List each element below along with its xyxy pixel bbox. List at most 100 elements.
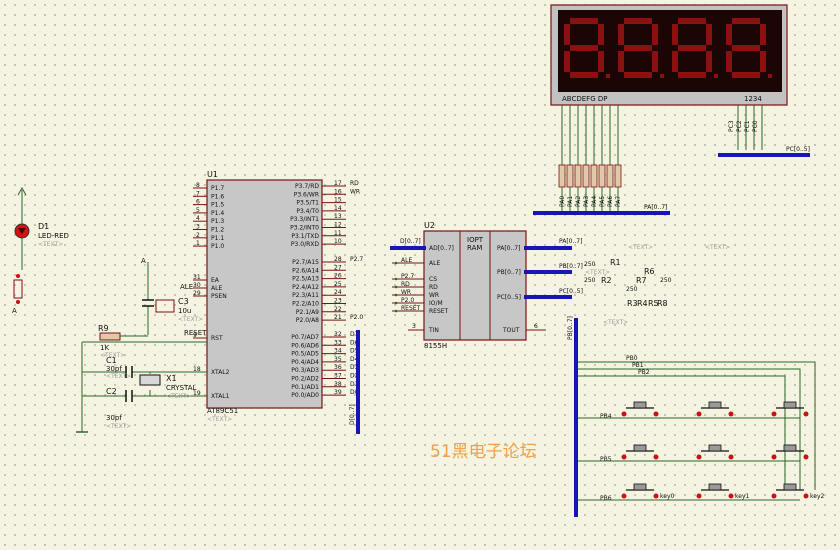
segment (652, 51, 658, 72)
segment (760, 24, 766, 45)
keypad-button[interactable] (771, 444, 809, 460)
u1-pin-name: P1.6 (211, 193, 224, 200)
u1-pin-num: 2 (196, 232, 200, 239)
keypad-button[interactable]: key1 (696, 483, 750, 500)
svg-text:PB[0..7]: PB[0..7] (567, 316, 574, 340)
u2-ref: U2 (424, 221, 435, 230)
digit-3 (672, 18, 718, 78)
keypad-button[interactable] (621, 444, 659, 460)
u1-pin-name: P3.6/WR (294, 191, 319, 198)
segment-net-label: PA7 (615, 196, 622, 207)
dp-dot (660, 74, 664, 78)
svg-text:<TEXT>: <TEXT> (628, 244, 653, 251)
svg-text:250: 250 (660, 277, 672, 284)
svg-text:R2: R2 (601, 276, 612, 285)
digit-2 (618, 18, 664, 78)
digit-label: 1234 (744, 95, 762, 103)
segment-resistor (598, 164, 606, 188)
keypad-button[interactable]: key2 (771, 483, 825, 500)
segment-resistor (566, 164, 574, 188)
svg-text:C2: C2 (106, 387, 117, 396)
u2-part: 8155H (424, 342, 447, 350)
u1-pin-name: P0.0/AD0 (291, 392, 319, 399)
u1-pin-num: 4 (196, 215, 200, 222)
svg-text:ALE: ALE (180, 283, 193, 291)
u1-pin-net: RD (350, 180, 359, 187)
seven-segment-display[interactable]: ABCDEFG DP 1234 (550, 4, 788, 106)
u1-pin-name: P3.0/RXD (291, 241, 319, 248)
u1-pin-num: 13 (334, 213, 342, 220)
svg-text:<TEXT>: <TEXT> (178, 316, 203, 323)
u1-pin-num: 24 (334, 289, 342, 296)
segment (618, 24, 624, 45)
u1-pin-name: XTAL2 (211, 369, 230, 376)
segment (678, 45, 706, 51)
svg-text:RESET: RESET (184, 329, 207, 337)
u2-pin-name: AD[0..7] (429, 245, 454, 252)
keypad-button[interactable]: key0 (621, 483, 675, 500)
key-label: key1 (735, 493, 750, 500)
svg-text:C3: C3 (178, 297, 189, 306)
u1-pin-num: 29 (193, 290, 201, 297)
u2-pin-name: PC[0..5] (497, 294, 521, 301)
u1-pin-num: 9 (193, 332, 197, 339)
segment (726, 24, 732, 45)
svg-text:R1: R1 (610, 258, 621, 267)
u1-pin-num: 38 (334, 381, 342, 388)
svg-text:250: 250 (626, 286, 638, 293)
segment-net-label: PA5 (599, 196, 606, 207)
segment-net-label: PA6 (607, 196, 614, 207)
keypad-row-net: PB6 (600, 495, 612, 502)
svg-text:<TEXT>: <TEXT> (106, 423, 131, 430)
u2-pin-name: TIN (428, 327, 439, 334)
u1-pin-num: 37 (334, 373, 342, 380)
keypad-button[interactable] (621, 401, 659, 417)
svg-text:<TEXT>: <TEXT> (705, 244, 730, 251)
u1-pin-name: P0.6/AD6 (291, 342, 319, 349)
segment (652, 24, 658, 45)
dp-dot (714, 74, 718, 78)
u1-pin-name: P3.2/INT0 (290, 225, 319, 232)
u1-pin-num: 22 (334, 306, 342, 313)
segment (564, 24, 570, 45)
u1-pin-name: P2.1/A9 (296, 309, 319, 316)
u2-pin-name: PA[0..7] (497, 245, 520, 252)
segment (706, 51, 712, 72)
keypad-button[interactable] (771, 401, 809, 417)
svg-text:R3: R3 (627, 299, 638, 308)
u1-pin-net: D0 (350, 389, 359, 396)
segment-net-label: PA3 (583, 196, 590, 207)
u1-pin-num: 28 (334, 256, 342, 263)
keypad-button[interactable] (696, 444, 734, 460)
keypad-button[interactable] (696, 401, 734, 417)
keypad-row-net: PB5 (600, 456, 612, 463)
u1-pin-name: P1.5 (211, 202, 224, 209)
u2-pin-net: ALE (401, 257, 412, 264)
svg-text:A: A (141, 257, 146, 265)
segment (598, 24, 604, 45)
u1-pin-num: 18 (193, 366, 201, 373)
u1-part: AT89C51 (207, 407, 238, 415)
segment (598, 51, 604, 72)
svg-text:D1: D1 (38, 222, 49, 231)
segment-net-label: PA4 (591, 196, 598, 207)
u1-pin-name: P1.2 (211, 227, 224, 234)
pa-bus-label-display: PA[0..7] (644, 204, 667, 211)
u2-pin-net: WR (401, 289, 411, 296)
u1-pin-num: 8 (196, 182, 200, 189)
u2-pin-name: TOUT (502, 327, 520, 334)
u1-pin-num: 33 (334, 339, 342, 346)
svg-text:R9: R9 (98, 324, 109, 333)
svg-text:D[0..7]: D[0..7] (400, 238, 421, 245)
svg-text:X1: X1 (166, 374, 177, 383)
svg-text:CRYSTAL: CRYSTAL (166, 384, 197, 392)
u1-pin-num: 25 (334, 281, 342, 288)
u1-pin-name: P2.3/A11 (292, 292, 319, 299)
u1-pin-name: P2.2/A10 (292, 301, 319, 308)
dp-dot (606, 74, 610, 78)
svg-text:R5: R5 (648, 299, 659, 308)
